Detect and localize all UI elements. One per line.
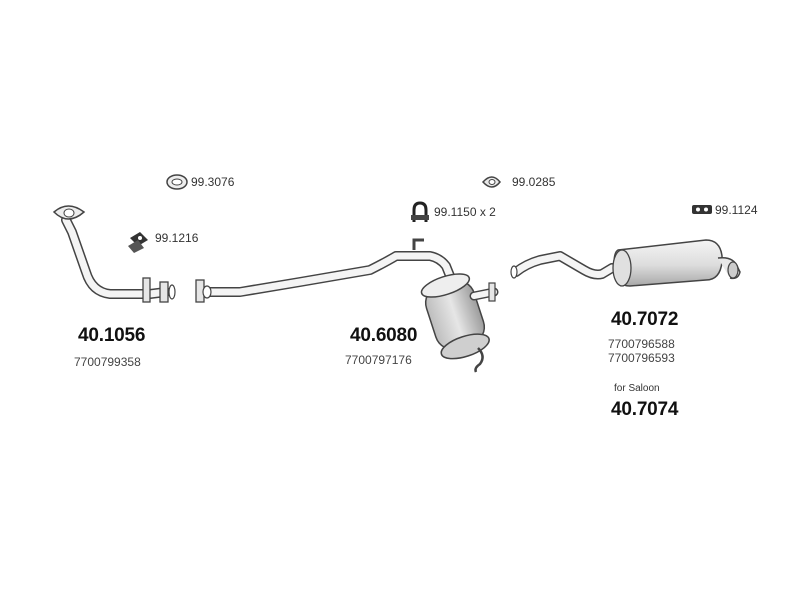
accessory-label-99-1150: 99.1150 x 2 [434,205,496,219]
accessory-label-99-1216: 99.1216 [155,231,199,245]
rubber-mount-icon [692,205,712,214]
accessory-label-99-0285: 99.0285 [512,175,556,189]
front-pipe-drawing [52,205,176,303]
accessory-label-99-3076: 99.3076 [191,175,235,189]
part-number-rear-silencer: 40.7072 [611,309,679,330]
part-number-middle-silencer: 40.6080 [350,325,418,346]
oem-number-rear-silencer-2: 7700796593 [608,351,675,365]
ring-gasket-icon [166,174,188,190]
bolt-kit-icon [128,232,148,253]
middle-silencer-drawing [195,238,499,373]
part-number-front-pipe: 40.1056 [78,325,146,346]
part-number-rear-silencer-saloon: 40.7074 [611,399,679,420]
rear-silencer-drawing [510,239,741,287]
variant-note-saloon: for Saloon [614,383,660,394]
oem-number-rear-silencer-1: 7700796588 [608,337,675,351]
u-clamp-icon [411,201,429,222]
oem-number-front-pipe: 7700799358 [74,355,141,369]
accessory-label-99-1124: 99.1124 [715,203,758,217]
oem-number-middle-silencer: 7700797176 [345,353,412,367]
flange-gasket-icon [481,176,501,188]
